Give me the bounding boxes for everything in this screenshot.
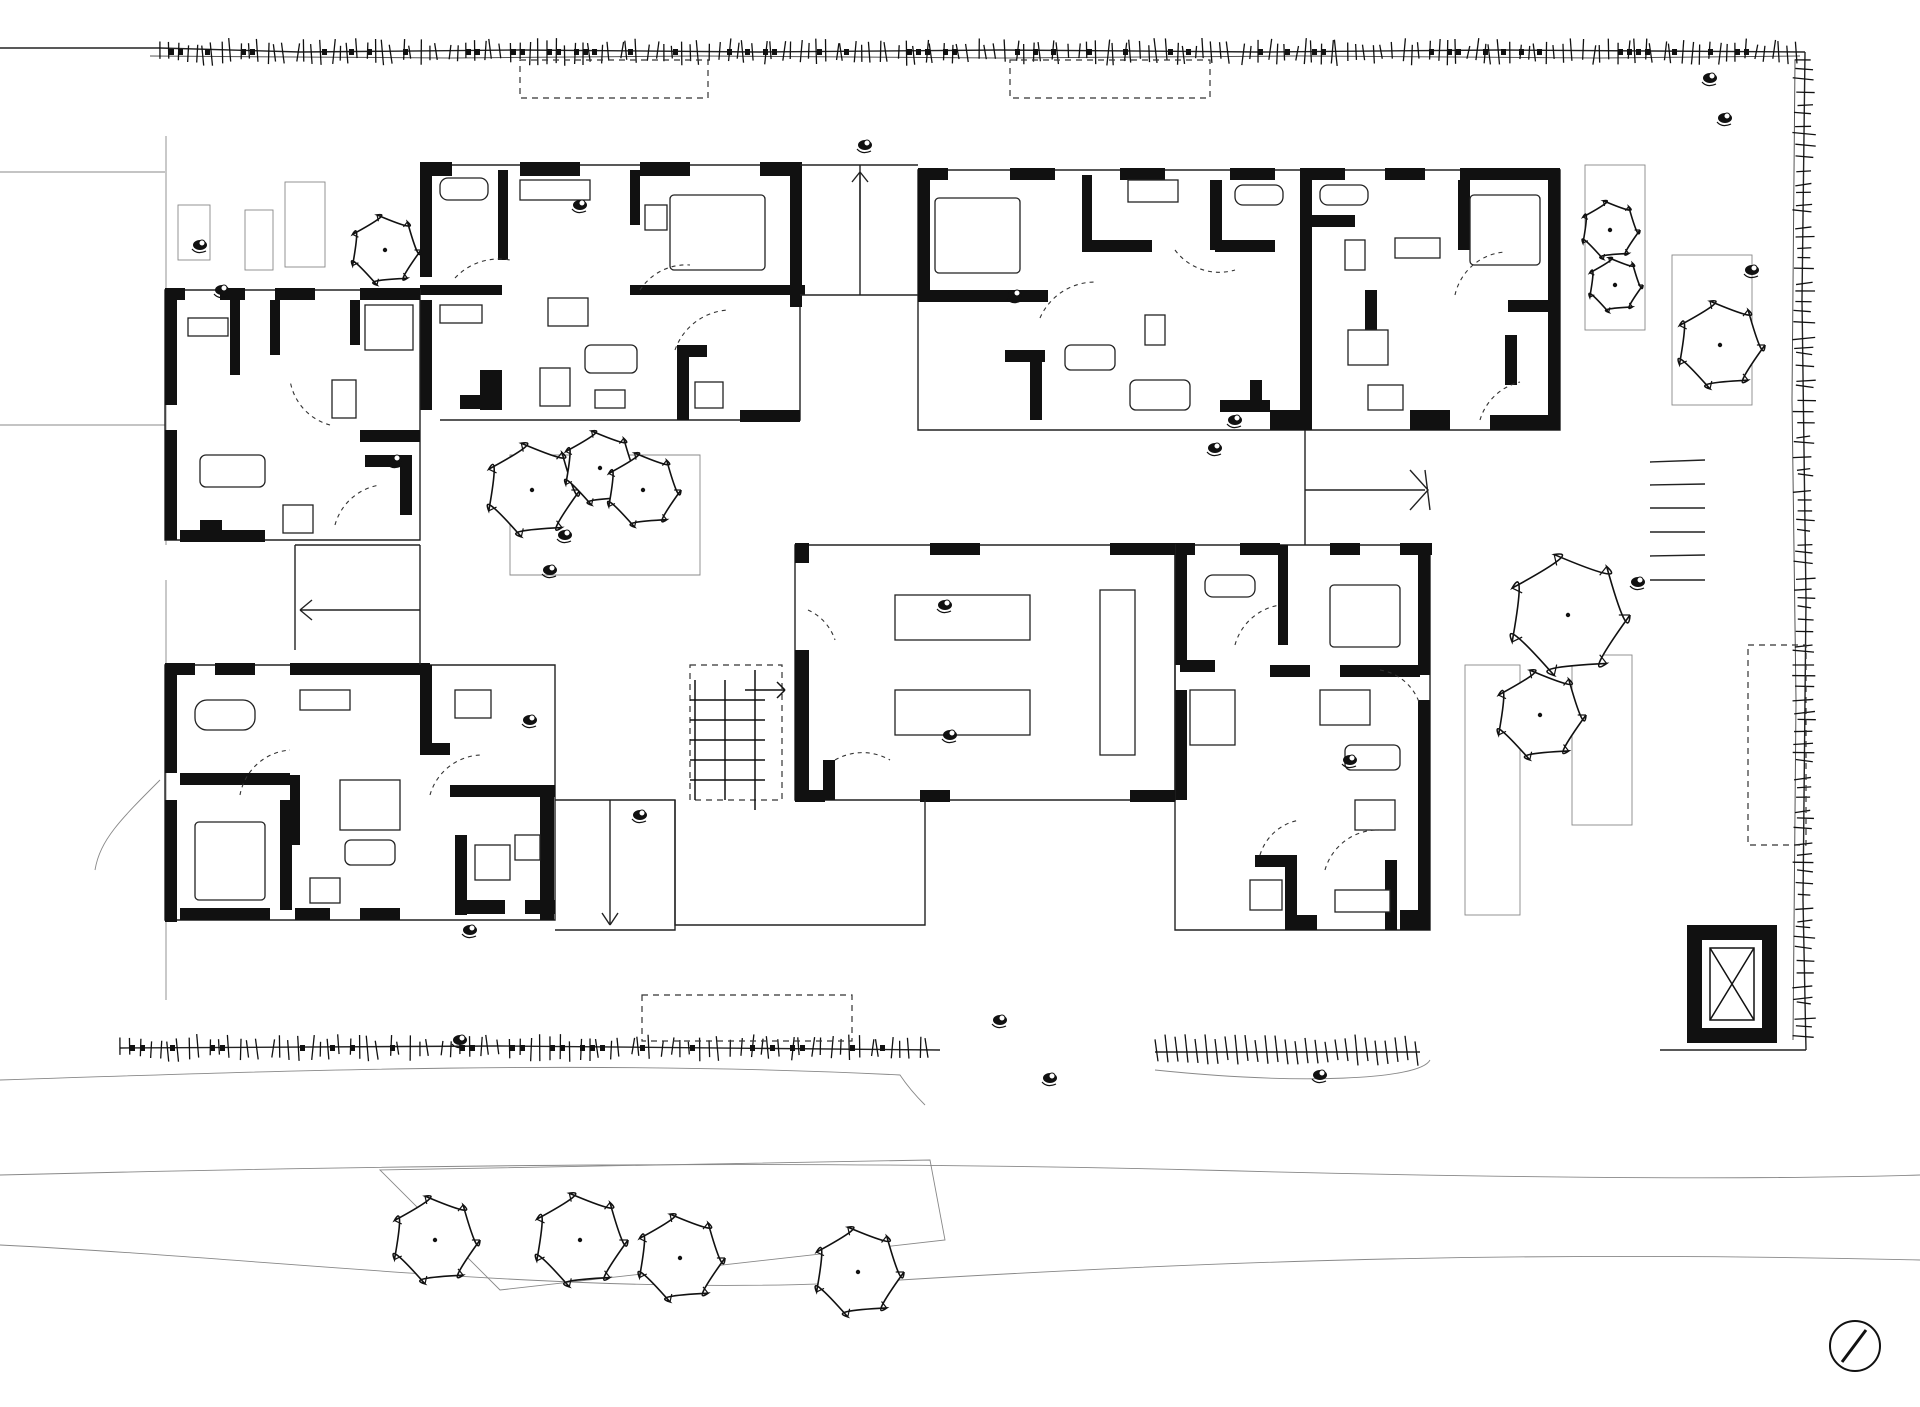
- stair-arrow-icon: [690, 670, 786, 810]
- tree-icon: [486, 441, 581, 539]
- parking-marks: [1649, 459, 1706, 581]
- site-fence-north: [0, 37, 1806, 66]
- person-figure: [631, 809, 647, 824]
- tree-icon: [1587, 256, 1644, 314]
- tree-icon: [350, 213, 422, 287]
- unit-e: [1174, 543, 1432, 931]
- tree-icon: [637, 1212, 726, 1304]
- person-figure: [571, 199, 587, 214]
- person-figure: [521, 714, 537, 729]
- walkways: [294, 164, 1431, 931]
- tree-icon: [534, 1191, 629, 1289]
- tree-icon: [1580, 199, 1641, 261]
- tree-icon: [606, 451, 682, 529]
- person-figure: [556, 529, 572, 544]
- unit-d: [917, 168, 1561, 431]
- tree-icon: [1677, 299, 1766, 391]
- person-figure: [1206, 442, 1222, 457]
- person-figure: [213, 284, 229, 299]
- person-figure: [991, 1014, 1007, 1029]
- person-figure: [386, 454, 402, 469]
- tree-icon: [1509, 553, 1631, 677]
- person-figure: [191, 239, 207, 254]
- person-figure: [1716, 112, 1732, 127]
- tree-icon: [814, 1225, 905, 1319]
- person-figure: [1701, 72, 1717, 87]
- person-figure: [451, 1034, 467, 1049]
- person-figure: [856, 139, 872, 154]
- person-figure: [1041, 1072, 1057, 1087]
- person-figure: [941, 729, 957, 744]
- people-figures: [191, 72, 1759, 1087]
- common-hall: [794, 543, 1176, 802]
- person-figure: [1226, 414, 1242, 429]
- person-figure: [936, 599, 952, 614]
- person-figure: [541, 564, 557, 579]
- person-figure: [461, 924, 477, 939]
- person-figure: [1743, 264, 1759, 279]
- site-fence-south: [119, 1034, 1806, 1066]
- unit-a: [420, 162, 805, 422]
- elevator-core-icon: [1687, 925, 1777, 1043]
- trees: [350, 199, 1766, 1319]
- person-figure: [1006, 289, 1022, 304]
- person-figure: [1311, 1069, 1327, 1084]
- person-figure: [1629, 576, 1645, 591]
- person-figure: [1341, 754, 1357, 769]
- unit-b: [164, 288, 421, 542]
- tree-icon: [392, 1194, 481, 1286]
- site-fence-east: [1791, 51, 1816, 1051]
- unit-c: [164, 663, 556, 922]
- tree-icon: [1496, 668, 1587, 762]
- north-arrow-icon: [1829, 1320, 1881, 1372]
